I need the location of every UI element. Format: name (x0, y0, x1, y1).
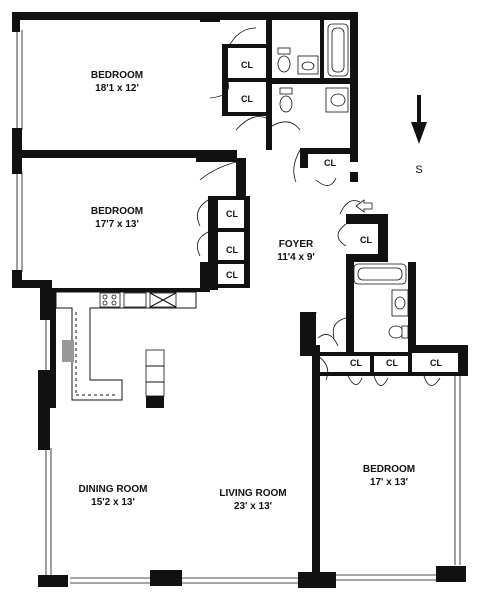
room-name-foyer: FOYER (279, 239, 314, 250)
room-dims-dining: 15'2 x 13' (91, 497, 135, 508)
compass-label: S (415, 164, 422, 176)
toilet-icon (277, 55, 291, 73)
closet-label: CL (430, 358, 442, 368)
closet-label: CL (241, 94, 253, 104)
closet-label: CL (360, 235, 372, 245)
closet-label: CL (241, 60, 253, 70)
closet-label: CL (226, 270, 238, 280)
entry-arrow-icon (355, 199, 373, 213)
room-dims-bedroom-1: 18'1 x 12' (95, 83, 139, 94)
kitchen-fixtures (55, 291, 197, 401)
closet-label: CL (386, 358, 398, 368)
room-dims-living: 23' x 13' (234, 501, 272, 512)
closet-label: CL (226, 209, 238, 219)
room-name-bedroom-2: BEDROOM (91, 206, 143, 217)
toilet-icon (388, 325, 404, 339)
room-dims-bedroom-2: 17'7 x 13' (95, 219, 139, 230)
room-name-dining: DINING ROOM (79, 484, 148, 495)
toilet-icon (279, 95, 293, 113)
room-dims-bedroom-3: 17' x 13' (370, 477, 408, 488)
room-name-living: LIVING ROOM (219, 488, 286, 499)
pantry-shelves (145, 349, 165, 397)
room-dims-foyer: 11'4 x 9' (277, 252, 315, 263)
closet-label: CL (324, 158, 336, 168)
doors (196, 27, 441, 386)
closet-label: CL (350, 358, 362, 368)
counter-icon (123, 292, 147, 308)
stove-icon (99, 292, 121, 308)
room-name-bedroom-1: BEDROOM (91, 70, 143, 81)
walls (12, 12, 468, 588)
room-name-bedroom-3: BEDROOM (363, 464, 415, 475)
bathroom-fixtures (277, 23, 409, 339)
compass-arrow-icon (417, 95, 421, 125)
sink-icon (62, 340, 74, 362)
compass: S (411, 95, 427, 176)
closet-label: CL (226, 245, 238, 255)
